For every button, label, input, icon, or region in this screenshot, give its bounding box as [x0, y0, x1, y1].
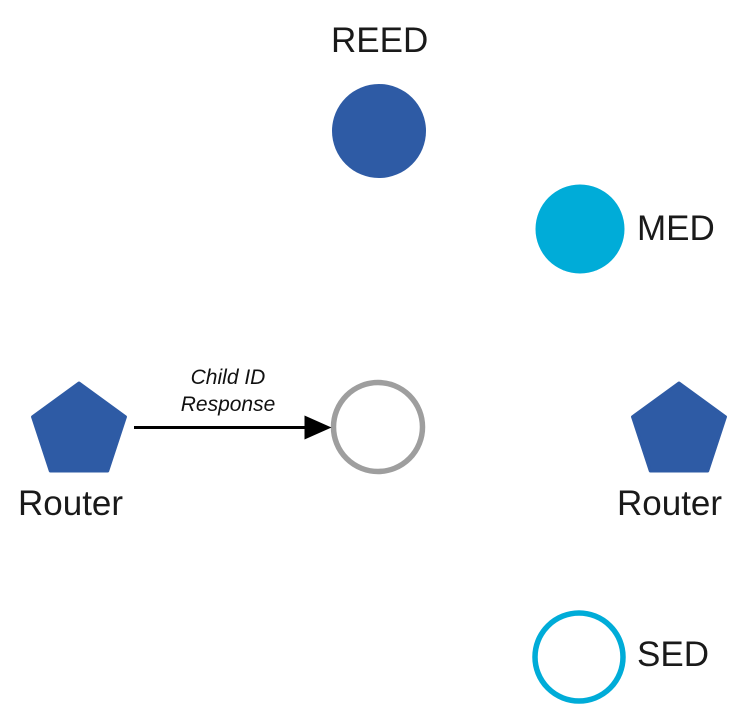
node-label-sed: SED: [637, 635, 709, 674]
node-sed[interactable]: [532, 610, 626, 704]
edge-label-line-1: Child ID: [190, 366, 266, 389]
node-med[interactable]: [535, 184, 625, 274]
edge-child-id-response: [130, 408, 332, 448]
node-label-router-left: Router: [18, 484, 124, 523]
med-circle-icon: [535, 184, 625, 274]
node-router-right[interactable]: [631, 381, 727, 473]
node-label-reed: REED: [331, 21, 429, 60]
arrow-right-icon: [134, 415, 332, 440]
edge-label-child-id-response: Child ID Response: [158, 365, 298, 419]
sed-circle-outline-icon: [532, 610, 626, 704]
edge-label-line-2: Response: [180, 392, 276, 416]
node-label-med: MED: [637, 209, 715, 248]
reed-circle-icon: [332, 84, 426, 178]
node-label-router-right: Router: [617, 484, 723, 523]
node-router-left[interactable]: [31, 381, 127, 473]
center-circle-outline-icon: [330, 379, 426, 475]
node-reed[interactable]: [331, 83, 427, 179]
router-pentagon-icon: [31, 381, 127, 473]
node-center-device[interactable]: [330, 379, 426, 475]
router-pentagon-icon: [631, 381, 727, 473]
